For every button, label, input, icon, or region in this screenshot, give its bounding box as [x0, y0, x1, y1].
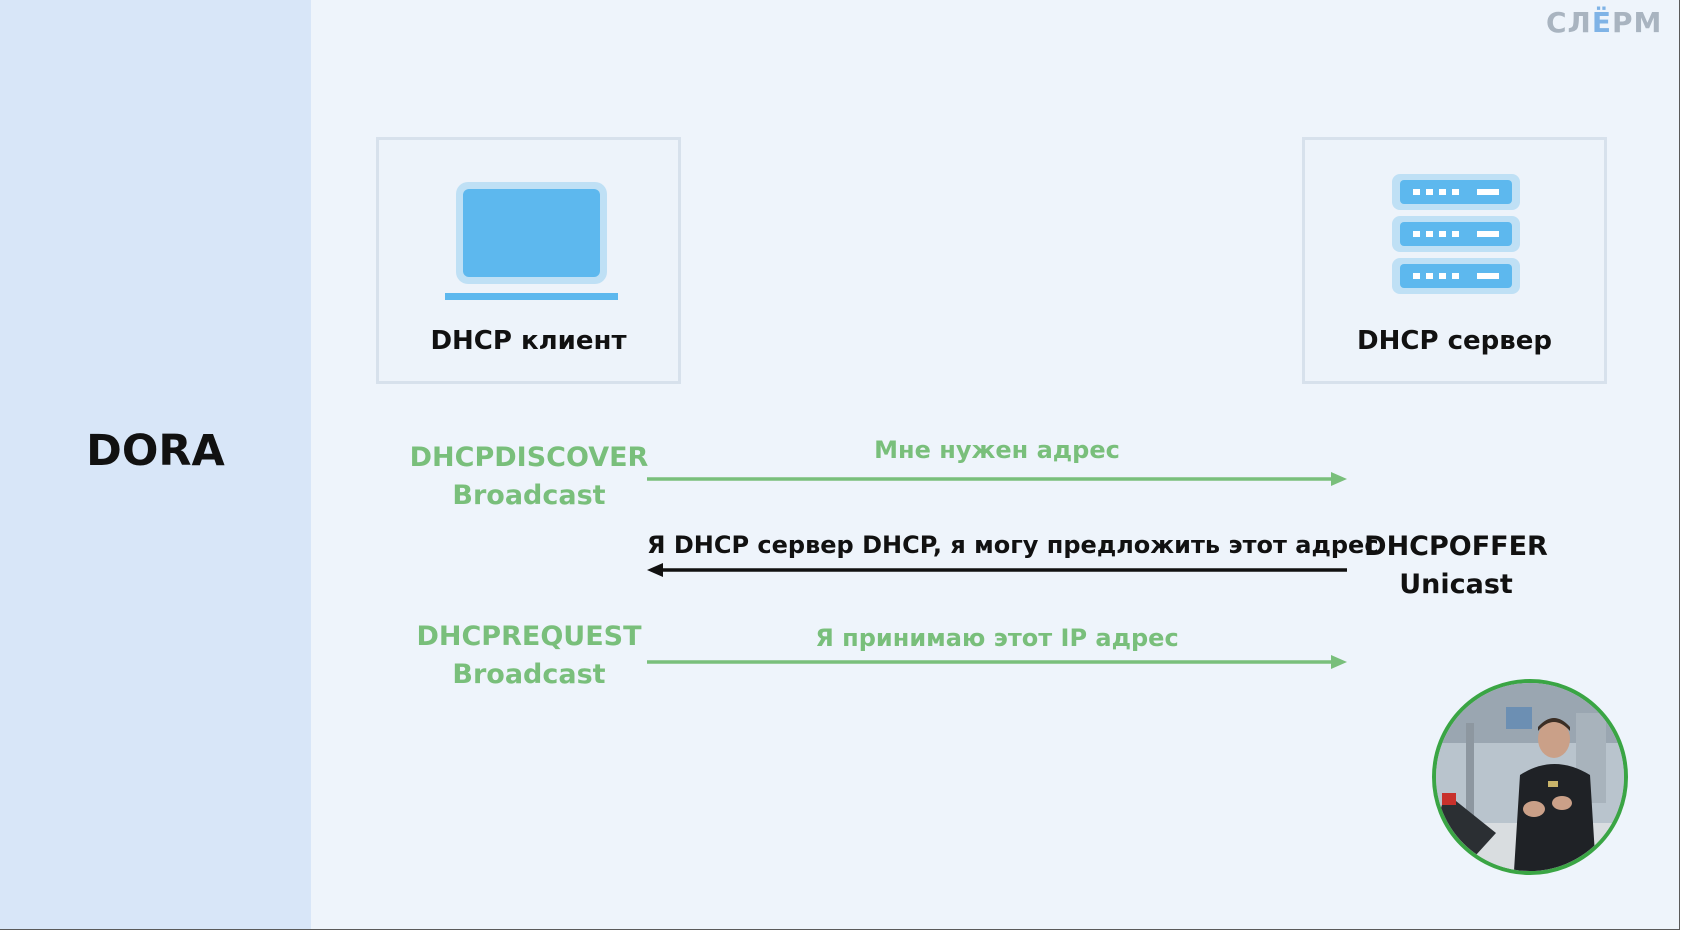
logo-text-a: СЛ: [1546, 6, 1592, 39]
offer-message: Я DHCP сервер DHCP, я могу предложить эт…: [647, 531, 1379, 559]
server-node: DHCP сервер: [1302, 137, 1607, 384]
left-panel: DORA: [0, 0, 311, 929]
offer-side-label: DHCPOFFER Unicast: [1336, 528, 1576, 604]
request-mode: Broadcast: [452, 659, 606, 690]
request-type: DHCPREQUEST: [416, 621, 642, 652]
request-side-label: DHCPREQUEST Broadcast: [400, 618, 658, 694]
side-title: DORA: [86, 426, 225, 476]
client-node: DHCP клиент: [376, 137, 681, 384]
request-arrow: [647, 655, 1347, 669]
presenter-video[interactable]: [1432, 679, 1628, 875]
request-message: Я принимаю этот IP адрес: [815, 624, 1179, 652]
offer-arrow: [647, 563, 1347, 577]
presenter-video-thumbnail: [1436, 683, 1624, 871]
discover-arrow: [647, 472, 1347, 486]
discover-side-label: DHCPDISCOVER Broadcast: [400, 439, 658, 515]
offer-mode: Unicast: [1399, 569, 1513, 600]
brand-logo: СЛЁРМ: [1546, 6, 1662, 39]
server-rack-icon: [1392, 174, 1520, 294]
client-label: DHCP клиент: [430, 326, 627, 356]
server-label: DHCP сервер: [1357, 326, 1552, 356]
logo-text-accent: Ё: [1591, 6, 1612, 39]
discover-mode: Broadcast: [452, 480, 606, 511]
logo-text-b: РМ: [1611, 6, 1663, 39]
discover-type: DHCPDISCOVER: [409, 442, 649, 473]
offer-type: DHCPOFFER: [1364, 531, 1548, 562]
laptop-icon: [445, 182, 618, 300]
discover-message: Мне нужен адрес: [874, 436, 1120, 464]
